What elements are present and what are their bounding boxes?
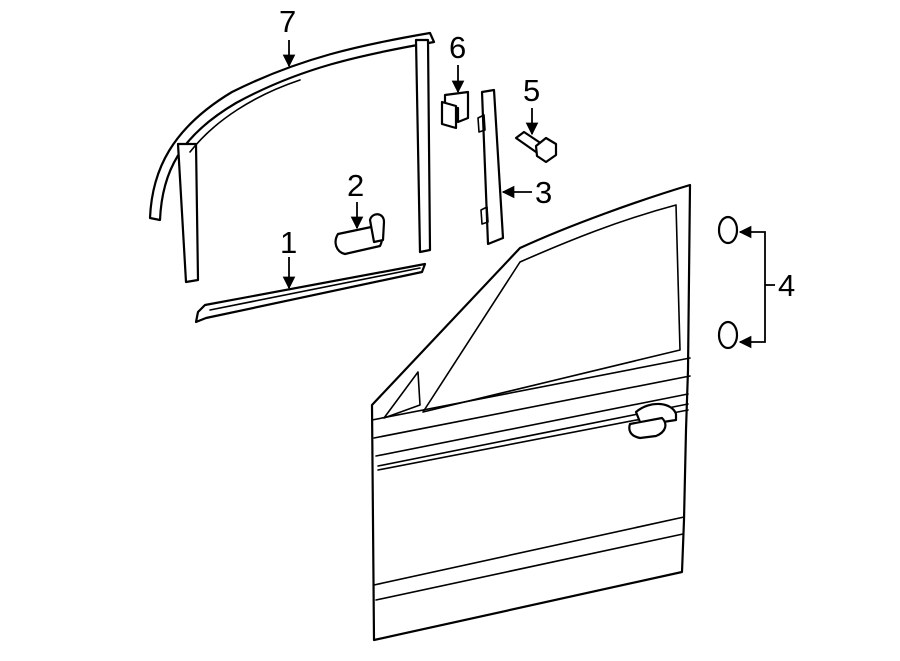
clip <box>440 90 470 130</box>
window-frame-molding <box>148 31 436 284</box>
leader-lines <box>282 40 775 349</box>
callout-2: 2 <box>347 168 364 203</box>
callout-1: 1 <box>280 225 297 260</box>
door-shell <box>370 183 692 642</box>
callout-4: 4 <box>778 268 795 303</box>
bolt <box>514 130 558 164</box>
callout-3: 3 <box>535 175 552 210</box>
plugs <box>717 215 739 350</box>
belt-molding <box>194 262 427 324</box>
sash-trim <box>477 88 505 246</box>
callout-5: 5 <box>523 73 540 108</box>
callout-6: 6 <box>449 30 466 65</box>
mirror-cover <box>334 213 386 256</box>
callout-7: 7 <box>279 4 296 39</box>
